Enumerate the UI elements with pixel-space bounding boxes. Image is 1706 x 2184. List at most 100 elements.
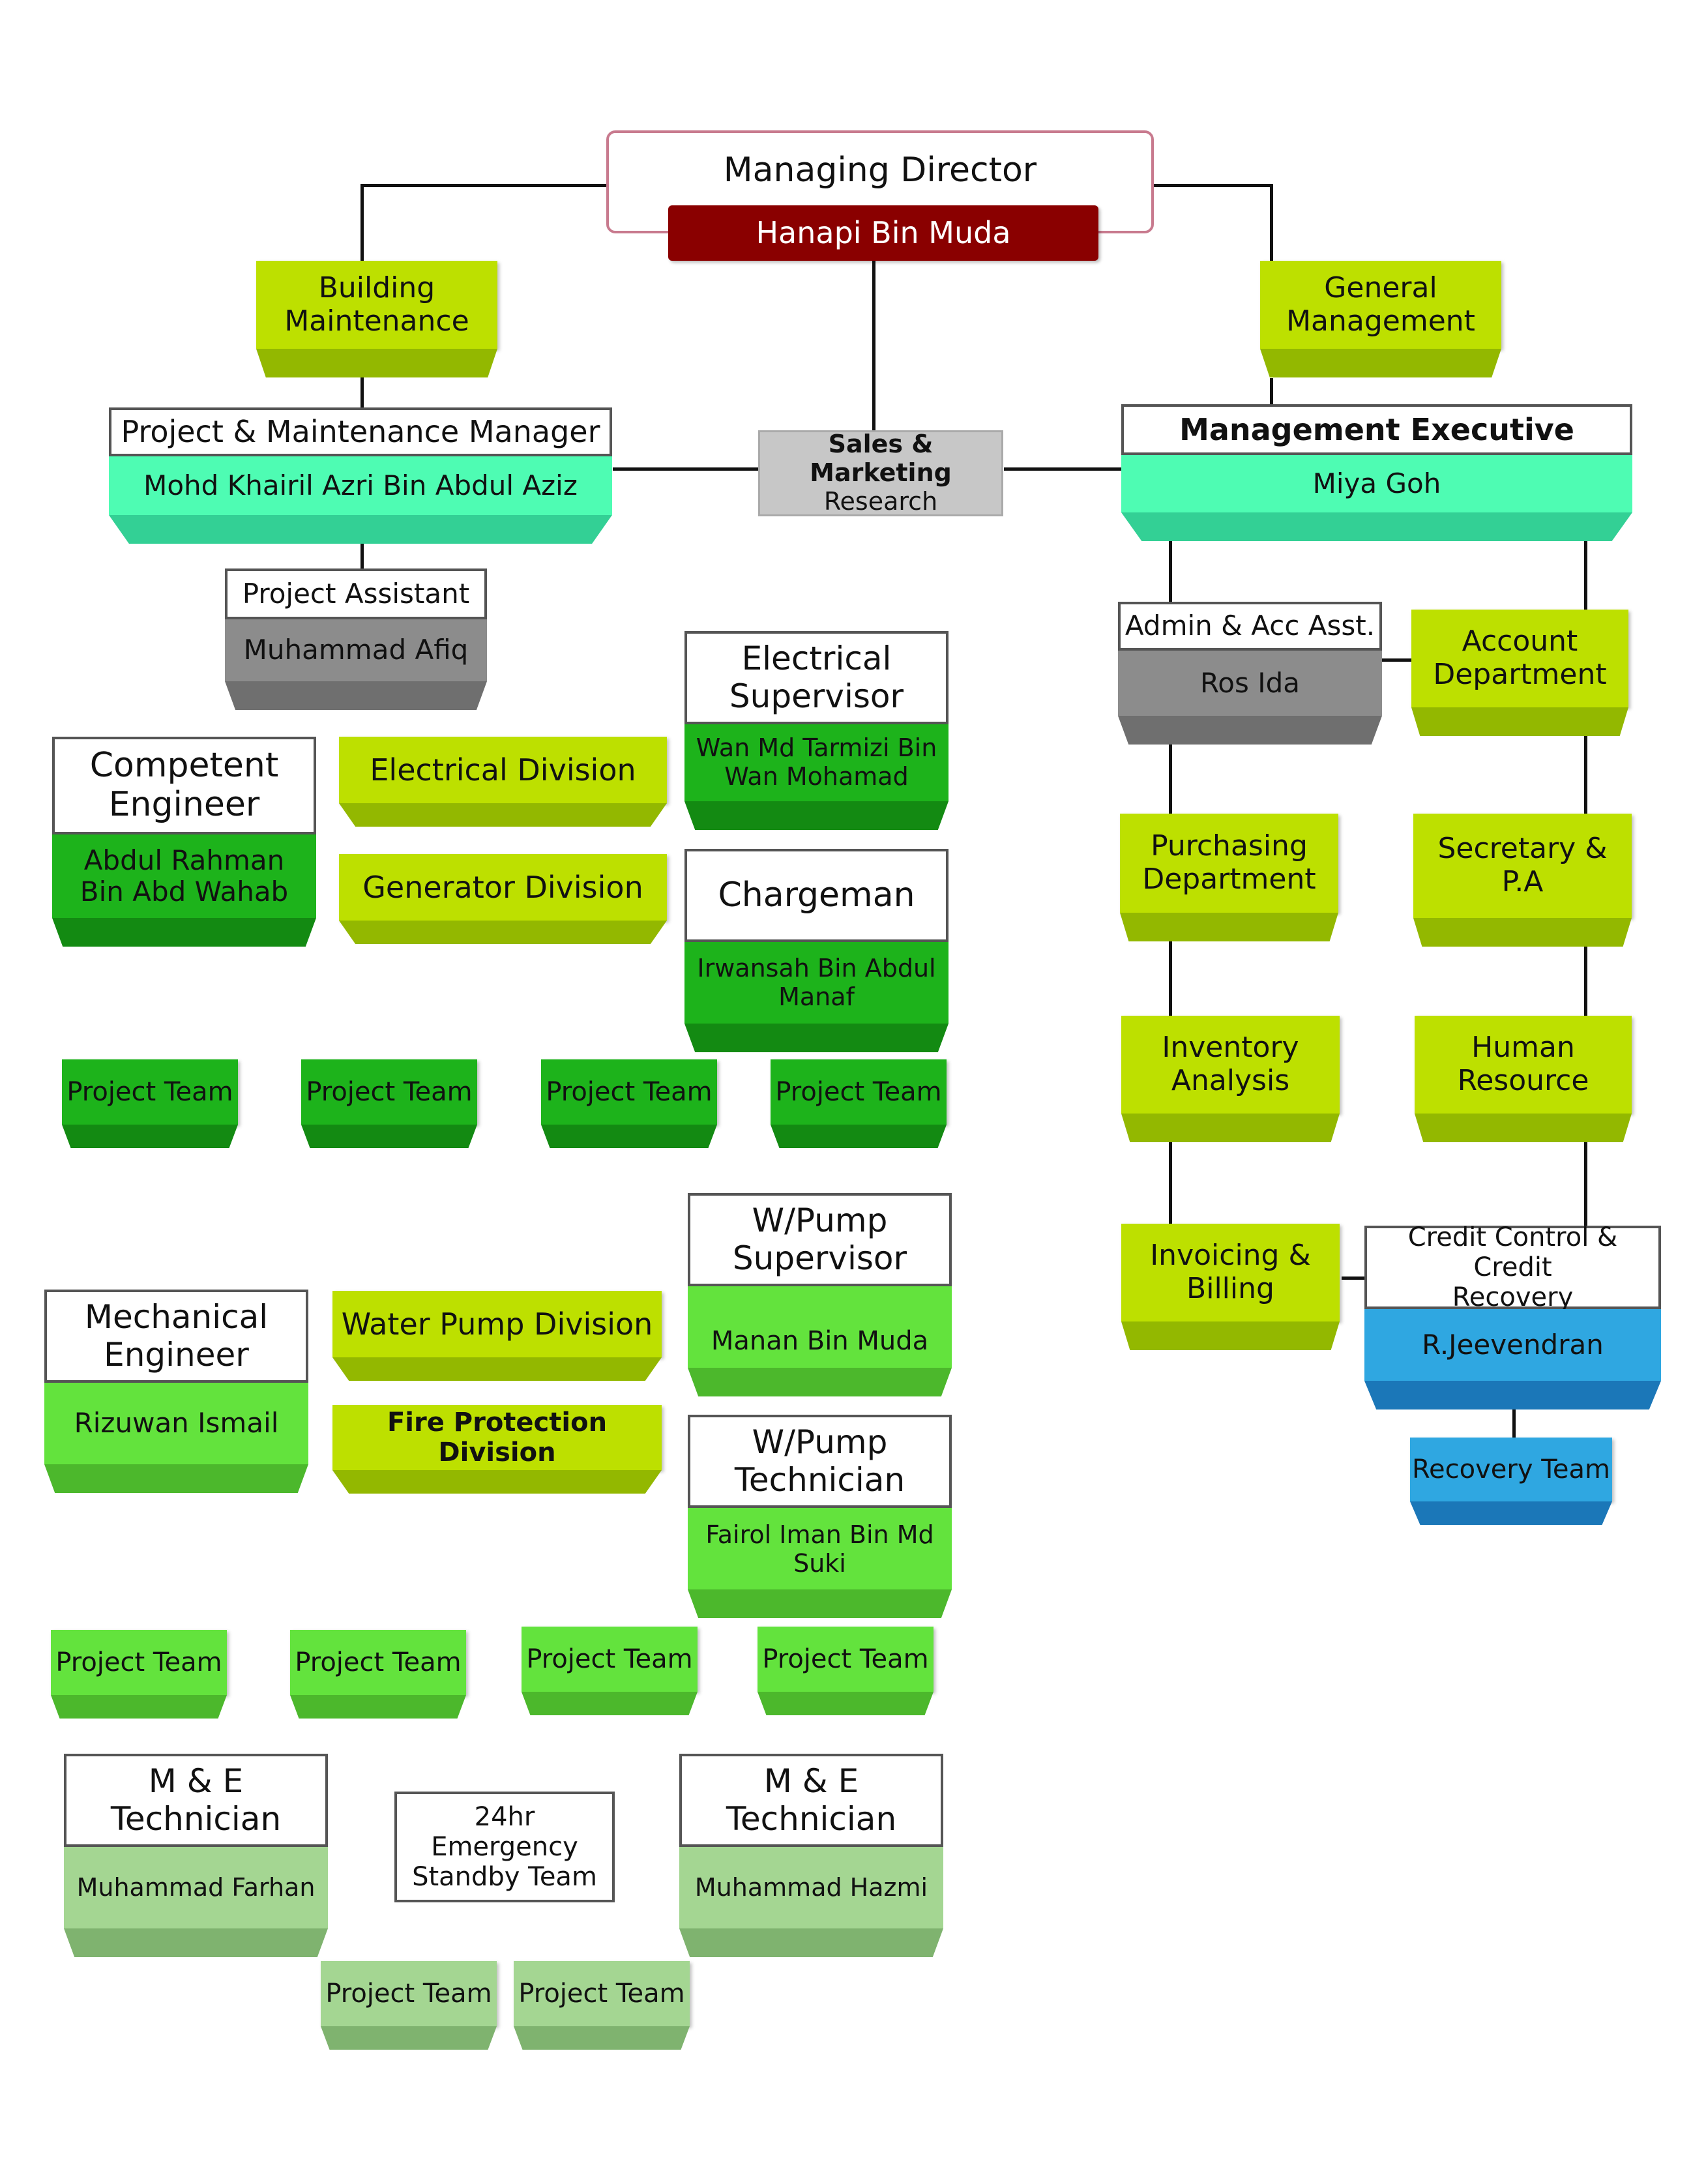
chargeman-name: Irwansah Bin Abdul Manaf <box>684 942 949 1024</box>
water-pump-division-base <box>332 1357 662 1381</box>
project-assistant-base <box>225 681 487 710</box>
invoicing-billing-base <box>1121 1321 1340 1350</box>
connector-line <box>360 377 364 409</box>
secretary-pa-base <box>1413 918 1632 947</box>
credit-control-base <box>1364 1381 1661 1409</box>
general-management-base <box>1260 349 1501 377</box>
electrical-supervisor-name: Wan Md Tarmizi Bin Wan Mohamad <box>684 724 949 801</box>
wpump-supervisor-name: Manan Bin Muda <box>688 1286 952 1368</box>
mechanical-engineer-name: Rizuwan Ismail <box>44 1383 308 1464</box>
chargeman-title: Chargeman <box>684 849 949 942</box>
credit-control-title: Credit Control & Credit Recovery <box>1364 1222 1661 1312</box>
project-team-base <box>301 1125 477 1148</box>
management-executive-base <box>1121 512 1632 541</box>
building-maintenance-box: Building Maintenance <box>256 261 497 349</box>
credit-control-name: R.Jeevendran <box>1364 1309 1661 1381</box>
mechanical-engineer-title: Mechanical Engineer <box>44 1290 308 1383</box>
project-assistant-name: Muhammad Afiq <box>225 619 487 681</box>
connector-line <box>1004 467 1123 471</box>
admin-acc-title: Admin & Acc Asst. <box>1118 602 1382 651</box>
purchasing-department-box: Purchasing Department <box>1120 814 1338 913</box>
competent-engineer-name: Abdul Rahman Bin Abd Wahab <box>52 834 316 918</box>
project-team-base <box>290 1695 466 1719</box>
managing-director-title: Managing Director <box>723 151 1037 190</box>
project-team-box: Project Team <box>51 1630 227 1695</box>
invoicing-billing-box: Invoicing & Billing <box>1121 1224 1340 1321</box>
wpump-supervisor-base <box>688 1368 952 1396</box>
general-management-box: General Management <box>1260 261 1501 349</box>
inventory-analysis-box: Inventory Analysis <box>1121 1016 1340 1114</box>
project-team-box: Project Team <box>290 1630 466 1695</box>
project-team-base <box>514 2026 690 2050</box>
project-team-base <box>522 1692 698 1715</box>
secretary-pa-box: Secretary & P.A <box>1413 814 1632 918</box>
project-team-base <box>51 1695 227 1719</box>
fire-protection-division-base <box>332 1470 662 1494</box>
chargeman-base <box>684 1024 949 1052</box>
sales-marketing-title: Sales & Marketing <box>810 430 952 488</box>
electrical-division-box: Electrical Division <box>339 737 667 803</box>
connector-line <box>613 467 759 471</box>
admin-acc-name: Ros Ida <box>1118 651 1382 716</box>
me-technician-1-title: M & E Technician <box>64 1754 328 1847</box>
water-pump-division-box: Water Pump Division <box>332 1291 662 1357</box>
pm-manager-title: Project & Maintenance Manager <box>109 407 612 456</box>
wpump-technician-title: W/Pump Technician <box>688 1415 952 1508</box>
managing-director-name: Hanapi Bin Muda <box>668 205 1098 261</box>
competent-engineer-title: Competent Engineer <box>52 737 316 834</box>
me-technician-1-name: Muhammad Farhan <box>64 1847 328 1928</box>
project-team-box: Project Team <box>522 1627 698 1692</box>
wpump-supervisor-title: W/Pump Supervisor <box>688 1193 952 1286</box>
sales-marketing-subtitle: Research <box>823 486 938 516</box>
human-resource-base <box>1415 1114 1632 1142</box>
project-team-box: Project Team <box>301 1059 477 1125</box>
fire-protection-division-box: Fire Protection Division <box>332 1405 662 1470</box>
project-team-base <box>321 2026 497 2050</box>
connector-line <box>1512 1405 1516 1439</box>
project-team-box: Project Team <box>62 1059 238 1125</box>
project-team-base <box>541 1125 717 1148</box>
recovery-team-box: Recovery Team <box>1410 1438 1612 1501</box>
connector-line <box>360 184 364 262</box>
inventory-analysis-base <box>1121 1114 1340 1142</box>
connector-line <box>872 261 875 432</box>
connector-line <box>1342 1276 1366 1280</box>
mechanical-engineer-base <box>44 1464 308 1493</box>
pm-manager-base <box>109 515 612 544</box>
project-team-box: Project Team <box>321 1961 497 2026</box>
me-technician-1-base <box>64 1928 328 1957</box>
project-team-base <box>757 1692 934 1715</box>
connector-line <box>1154 184 1272 187</box>
account-department-box: Account Department <box>1411 610 1628 707</box>
account-department-base <box>1411 707 1628 736</box>
wpump-technician-name: Fairol Iman Bin Md Suki <box>688 1508 952 1589</box>
electrical-division-base <box>339 803 667 827</box>
purchasing-department-base <box>1120 913 1338 941</box>
pm-manager-name: Mohd Khairil Azri Bin Abdul Aziz <box>109 456 612 515</box>
generator-division-base <box>339 921 667 944</box>
connector-line <box>1270 184 1273 262</box>
me-technician-2-name: Muhammad Hazmi <box>679 1847 943 1928</box>
generator-division-box: Generator Division <box>339 854 667 921</box>
electrical-supervisor-title: Electrical Supervisor <box>684 631 949 724</box>
me-technician-2-title: M & E Technician <box>679 1754 943 1847</box>
admin-acc-base <box>1118 716 1382 745</box>
project-team-box: Project Team <box>514 1961 690 2026</box>
project-team-box: Project Team <box>771 1059 947 1125</box>
project-team-box: Project Team <box>757 1627 934 1692</box>
building-maintenance-base <box>256 349 497 377</box>
recovery-team-base <box>1410 1501 1612 1525</box>
management-executive-name: Miya Goh <box>1121 455 1632 512</box>
project-assistant-title: Project Assistant <box>225 568 487 619</box>
electrical-supervisor-base <box>684 801 949 830</box>
human-resource-box: Human Resource <box>1415 1016 1632 1114</box>
wpump-technician-base <box>688 1589 952 1618</box>
project-team-base <box>771 1125 947 1148</box>
connector-line <box>1270 378 1273 407</box>
project-team-base <box>62 1125 238 1148</box>
sales-marketing-box: Sales & Marketing Research <box>758 430 1003 516</box>
connector-line <box>360 184 607 187</box>
emergency-team-box: 24hr Emergency Standby Team <box>394 1792 615 1902</box>
competent-engineer-base <box>52 918 316 947</box>
me-technician-2-base <box>679 1928 943 1957</box>
